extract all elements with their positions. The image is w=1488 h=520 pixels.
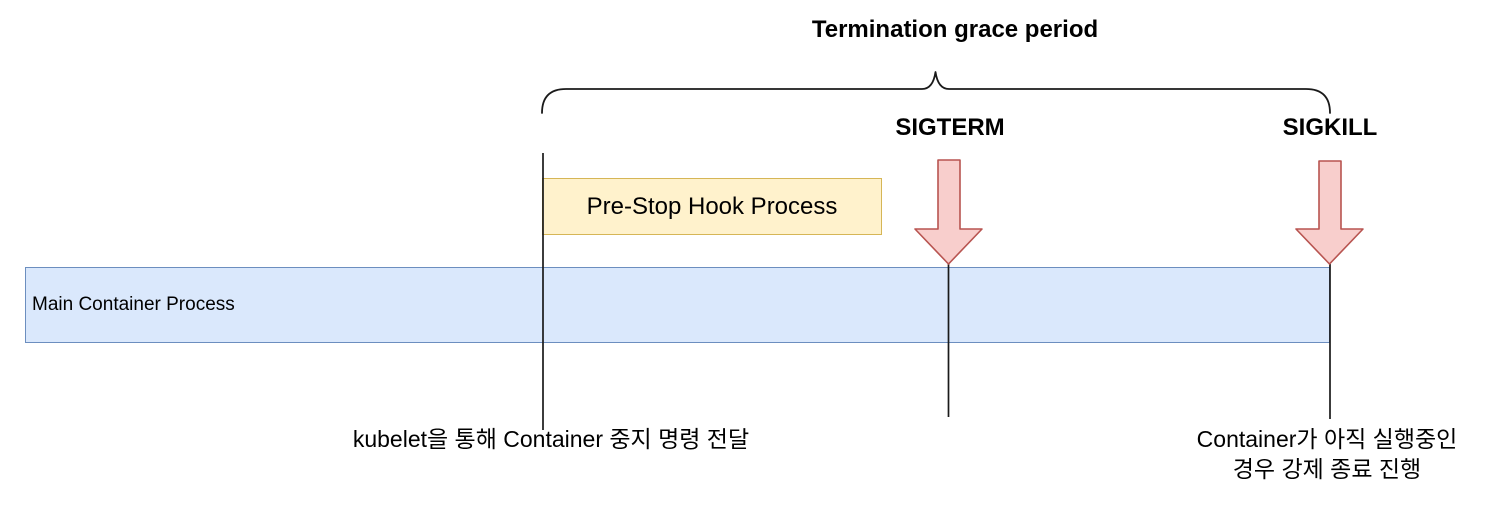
sigkill-arrow-icon — [1295, 160, 1364, 265]
kubelet-annotation: kubelet을 통해 Container 중지 명령 전달 — [352, 426, 750, 452]
sigkill-annotation: Container가 아직 실행중인 경우 강제 종료 진행 — [1151, 424, 1488, 484]
grace-period-title: Termination grace period — [811, 16, 1099, 43]
sigterm-label: SIGTERM — [895, 114, 1005, 141]
sigkill-annotation-line1: Container가 아직 실행중인 — [1196, 426, 1458, 452]
sigterm-arrow-icon — [914, 159, 983, 265]
grace-period-brace — [541, 71, 1331, 114]
pre-stop-hook-box: Pre-Stop Hook Process — [542, 178, 882, 235]
main-container-bar: Main Container Process — [25, 267, 1330, 343]
sigkill-label: SIGKILL — [1282, 114, 1378, 141]
sigkill-annotation-line2: 경우 강제 종료 진행 — [1232, 456, 1422, 482]
pre-stop-hook-label: Pre-Stop Hook Process — [586, 192, 838, 220]
main-container-label: Main Container Process — [32, 294, 235, 315]
